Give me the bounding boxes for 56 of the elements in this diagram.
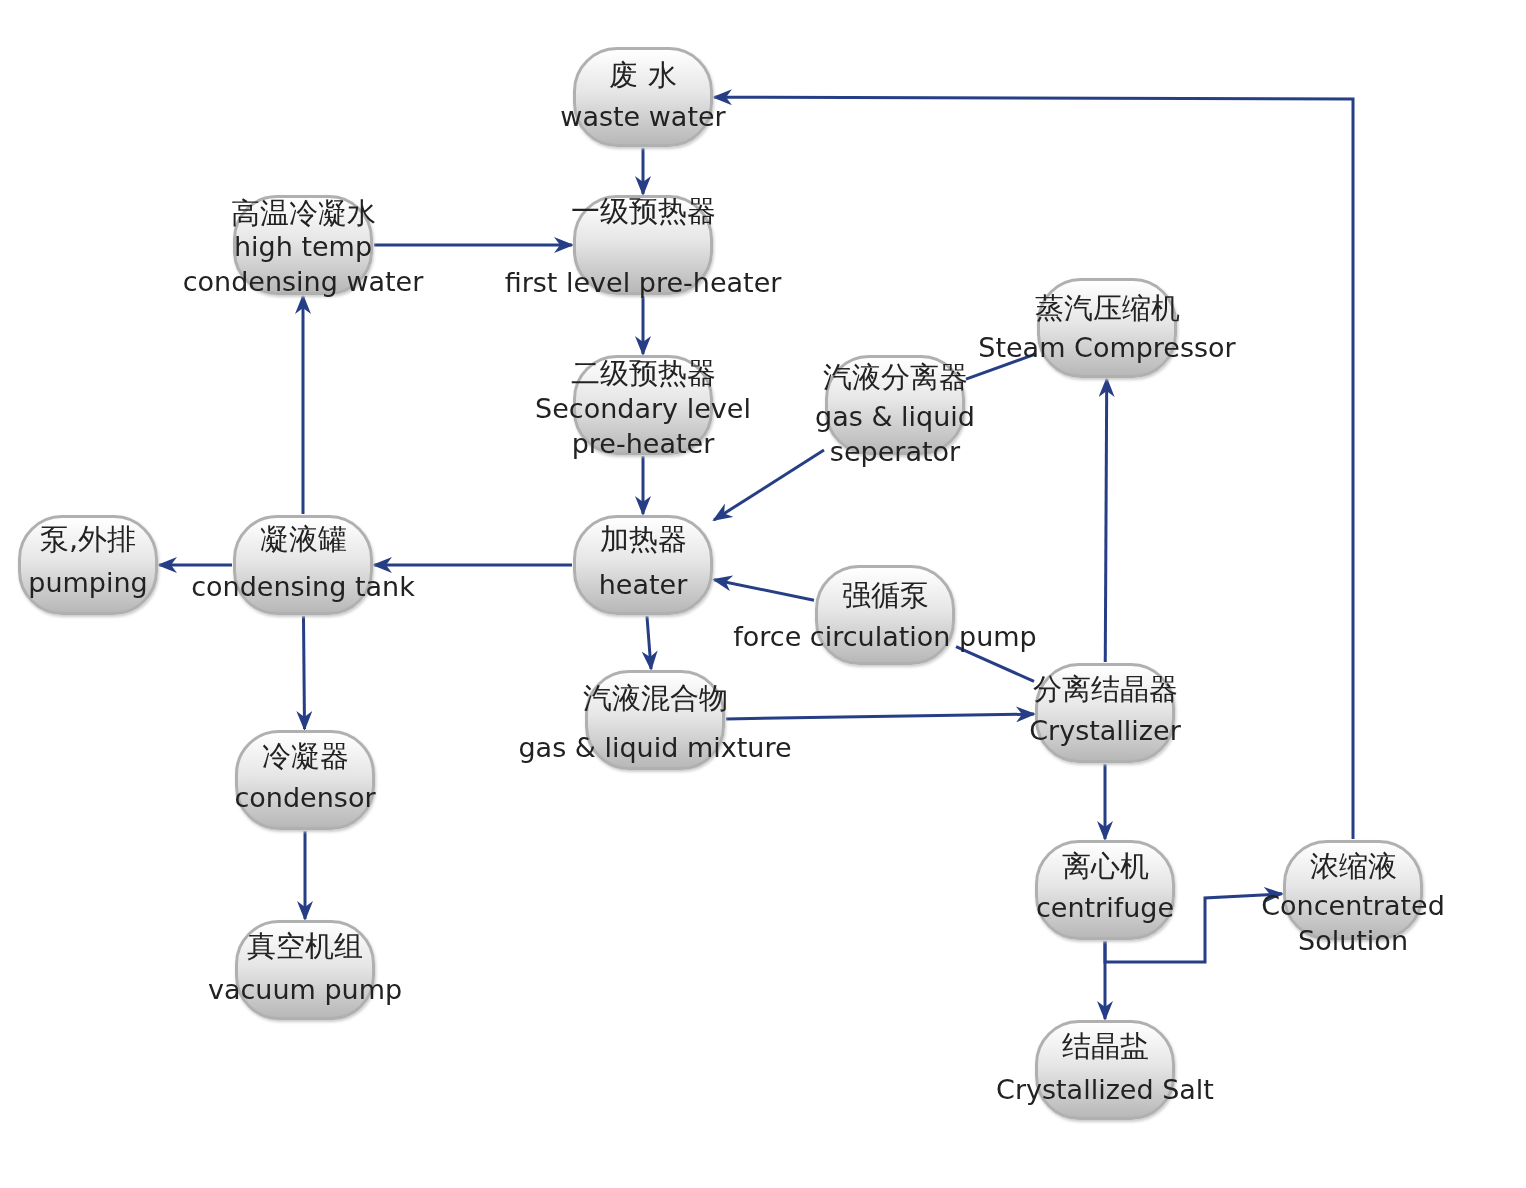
node-label: Steam Compressor (977, 331, 1237, 365)
node-label: 离心机 (1060, 848, 1150, 885)
node-label: 分离结晶器 (1031, 671, 1179, 708)
node-label: 结晶盐 (1060, 1028, 1150, 1065)
arrow (712, 575, 815, 602)
connector-line (955, 645, 1035, 683)
arrow (1098, 377, 1115, 662)
node-label: gas & liquid mixture (517, 731, 793, 765)
node-label: first level pre-heater (503, 266, 783, 300)
node-label: Crystallizer (1028, 714, 1182, 748)
node-label: vacuum pump (206, 973, 404, 1007)
node-label: Secondary level pre-heater (534, 392, 752, 462)
arrow (635, 148, 651, 196)
node-label: centrifuge (1034, 891, 1176, 925)
node-label: force circulation pump (732, 620, 1038, 654)
arrow (296, 616, 313, 731)
arrow (297, 831, 313, 921)
node-label: 泵,外排 (38, 521, 138, 558)
node-label: 加热器 (598, 521, 688, 558)
node-label: Concentrated Solution (1260, 889, 1446, 959)
node-label: Crystallized Salt (995, 1073, 1215, 1107)
arrow (635, 296, 651, 356)
node-label: condensor (233, 781, 377, 815)
node-label: 真空机组 (246, 928, 364, 965)
rounded-box (1035, 840, 1175, 940)
arrow (374, 237, 574, 253)
node-label: pumping (27, 566, 149, 600)
node-label: 蒸汽压缩机 (1033, 290, 1181, 327)
node-label: waste water (559, 100, 727, 134)
node-label: 二级预热器 (569, 355, 717, 392)
node-label: 凝液罐 (258, 521, 348, 558)
arrow (1097, 764, 1113, 841)
node-label: high temp condensing water (181, 230, 425, 300)
rounded-box (235, 730, 375, 830)
arrow (1103, 886, 1284, 964)
node-label: heater (597, 568, 689, 602)
node-label: 一级预热器 (569, 193, 717, 230)
arrow (725, 706, 1036, 723)
node-label: 汽液分离器 (821, 359, 969, 396)
arrow (641, 615, 658, 671)
node-label: 冷凝器 (260, 738, 350, 775)
node-label: condensing tank (190, 570, 416, 604)
node-label: 废 水 (608, 57, 678, 94)
arrow (635, 456, 651, 516)
node-label: 强循泵 (840, 577, 930, 614)
node-label: 高温冷凝水 (229, 195, 377, 232)
rounded-box (573, 515, 713, 615)
arrow (157, 557, 232, 573)
node-label: gas & liquid seperator (814, 400, 976, 470)
arrow (712, 89, 1355, 839)
arrow (712, 448, 825, 522)
node-label: 汽液混合物 (581, 680, 729, 717)
arrow (372, 557, 572, 573)
arrow (295, 294, 311, 514)
rounded-box (18, 515, 158, 615)
node-label: 浓缩液 (1308, 848, 1398, 885)
